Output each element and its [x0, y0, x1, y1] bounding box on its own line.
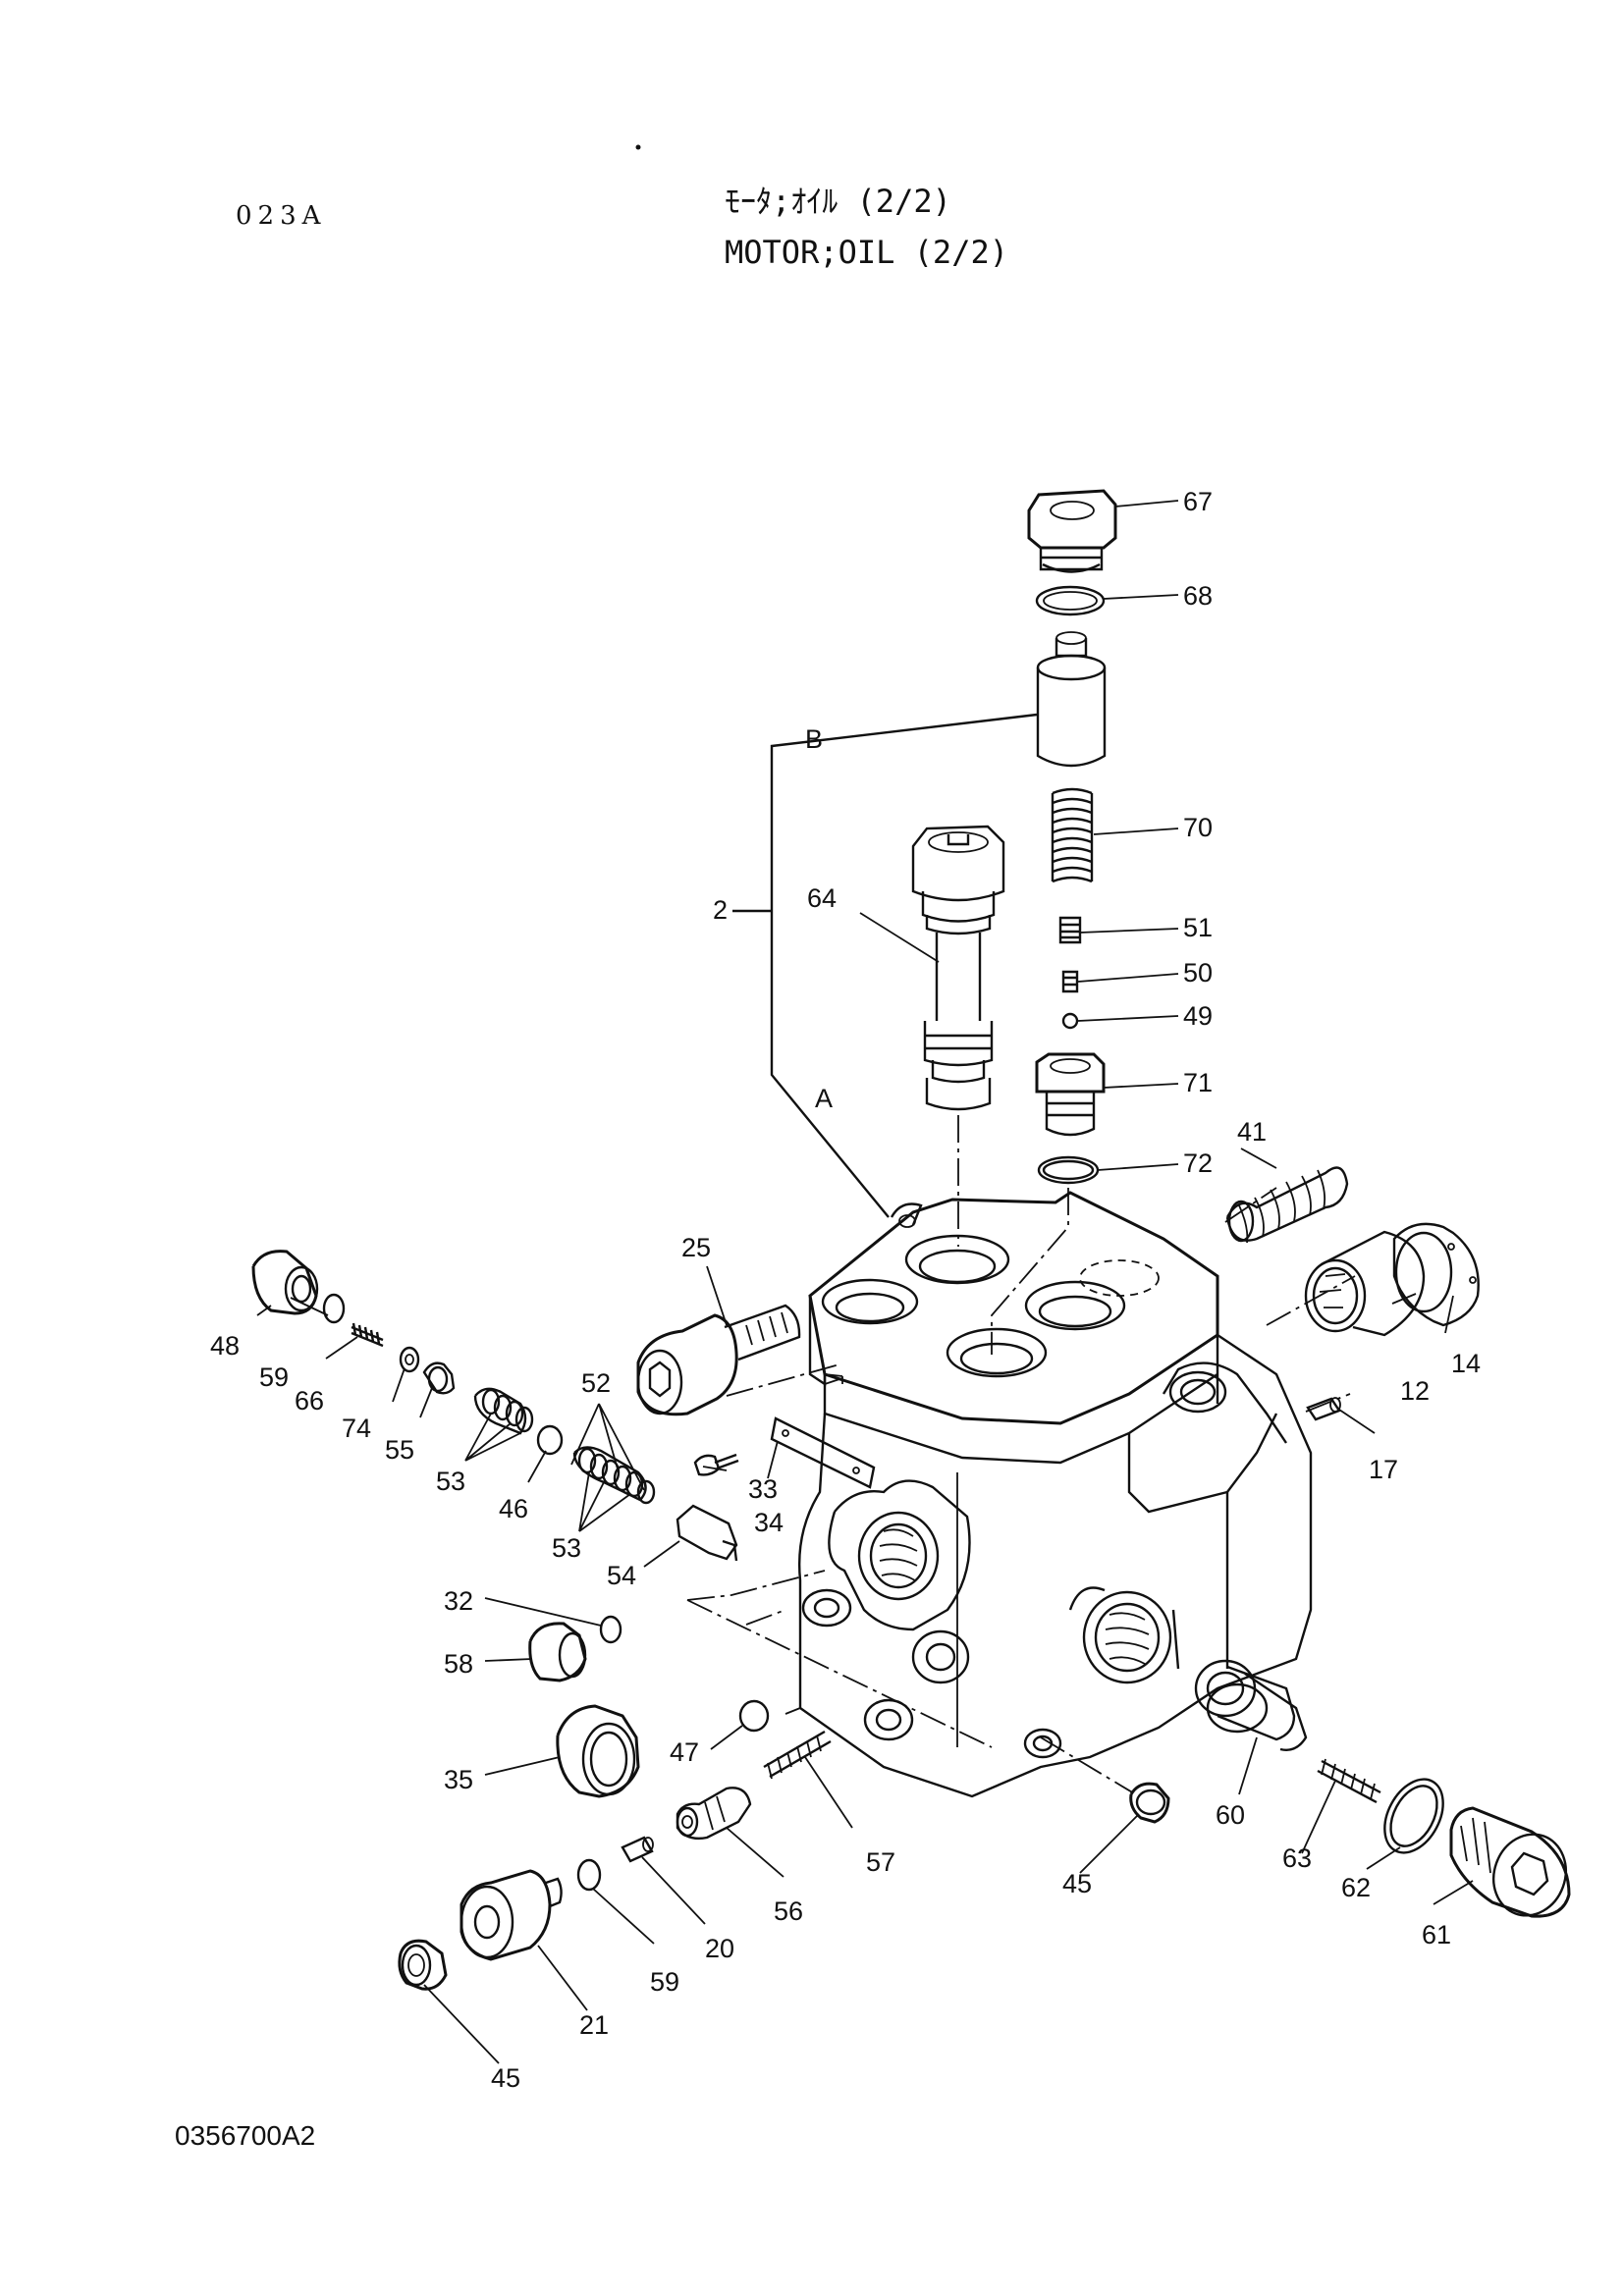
part-oring-32 [599, 1615, 622, 1644]
callout-35: 35 [444, 1765, 473, 1794]
callout-71: 71 [1183, 1068, 1213, 1097]
part-plug-45b [398, 1939, 448, 1991]
assembly-bracket-2 [732, 713, 1038, 1218]
part-ring-14 [1392, 1222, 1480, 1327]
part-oring-62 [1383, 1778, 1444, 1854]
part-screw-34 [693, 1453, 739, 1476]
part-spring-57 [763, 1730, 832, 1780]
part-spring-41 [1225, 1166, 1349, 1244]
part-washer-74 [399, 1346, 420, 1373]
callout-B: B [805, 724, 823, 754]
callout-74: 74 [342, 1414, 371, 1443]
part-plug-45a [1129, 1782, 1170, 1824]
callout-45-right: 45 [1062, 1869, 1092, 1898]
callout-70: 70 [1183, 813, 1213, 842]
callout-59-lower: 59 [650, 1967, 679, 1997]
valve-body [798, 1191, 1313, 1798]
part-plug-67 [1027, 489, 1117, 573]
callout-52: 52 [581, 1368, 611, 1398]
callout-32: 32 [444, 1586, 473, 1616]
callout-49: 49 [1183, 1001, 1213, 1031]
callout-2: 2 [713, 895, 728, 925]
callout-25: 25 [681, 1233, 711, 1262]
callout-58: 58 [444, 1649, 473, 1679]
part-sleeve-12 [1304, 1230, 1426, 1337]
callout-59-upper: 59 [259, 1362, 289, 1392]
part-plug-58 [528, 1622, 587, 1682]
callout-54: 54 [607, 1561, 636, 1590]
callout-41: 41 [1237, 1117, 1267, 1147]
part-plug-48 [251, 1250, 319, 1315]
part-pin-20 [621, 1836, 654, 1863]
part-spring-70 [1051, 787, 1094, 883]
part-plug-35 [556, 1704, 640, 1798]
part-spring-51 [1058, 916, 1082, 944]
drawing-number: 0356700A2 [175, 2120, 316, 2151]
callout-21: 21 [579, 2010, 609, 2040]
callout-56: 56 [774, 1896, 803, 1926]
part-spool-64 [911, 825, 1005, 1111]
part-ball-47 [738, 1699, 770, 1733]
callout-53-lower: 53 [552, 1533, 581, 1563]
part-poppet-56 [676, 1787, 752, 1841]
part-spool-60 [1194, 1659, 1308, 1751]
callout-48: 48 [210, 1331, 240, 1361]
part-spring-66 [351, 1322, 384, 1348]
part-oring-72 [1037, 1155, 1100, 1185]
part-ball-49 [1061, 1012, 1079, 1030]
callout-64: 64 [807, 883, 837, 913]
callout-17: 17 [1369, 1455, 1398, 1484]
part-plug-21 [460, 1869, 563, 1961]
callout-34: 34 [754, 1508, 784, 1537]
callout-45-left: 45 [491, 2063, 520, 2093]
title-english: MOTOR;OIL (2/2) [725, 234, 1008, 271]
part-ball-46 [536, 1424, 564, 1456]
callout-61: 61 [1422, 1920, 1451, 1949]
part-plug-71 [1035, 1052, 1106, 1137]
part-spring-50 [1061, 970, 1079, 993]
callout-labels: 67 68 B 70 2 64 51 50 49 71 A 41 72 25 4… [210, 487, 1481, 2093]
part-spring-63 [1317, 1758, 1381, 1804]
callout-51: 51 [1183, 913, 1213, 942]
part-plug-61 [1449, 1806, 1571, 1918]
callout-63: 63 [1282, 1843, 1312, 1873]
callout-46: 46 [499, 1494, 528, 1523]
callout-72: 72 [1183, 1148, 1213, 1178]
callout-20: 20 [705, 1934, 734, 1963]
callout-67: 67 [1183, 487, 1213, 516]
callout-62: 62 [1341, 1873, 1371, 1902]
part-sleeve-B [1036, 631, 1107, 768]
callout-53-upper: 53 [436, 1467, 465, 1496]
part-poppet-55 [422, 1362, 456, 1395]
callout-A: A [815, 1084, 833, 1113]
callout-33: 33 [748, 1474, 778, 1504]
part-oring-59a [322, 1293, 346, 1324]
part-pin-54 [676, 1504, 738, 1562]
scan-dot [635, 144, 641, 150]
callout-50: 50 [1183, 958, 1213, 988]
callout-12: 12 [1400, 1376, 1430, 1406]
callout-55: 55 [385, 1435, 414, 1465]
callout-68: 68 [1183, 581, 1213, 611]
callout-60: 60 [1216, 1800, 1245, 1830]
part-plate-33 [770, 1377, 876, 1489]
part-bolt-25 [636, 1304, 801, 1416]
callout-66: 66 [295, 1386, 324, 1415]
title-japanese: ﾓｰﾀ;ｵｲﾙ (2/2) [725, 183, 951, 220]
page-code: 023A [236, 201, 327, 231]
callout-14: 14 [1451, 1349, 1481, 1378]
callout-57: 57 [866, 1847, 895, 1877]
part-oring-68 [1035, 585, 1106, 616]
assembly-centerlines [686, 1115, 1356, 1797]
part-oring-59b [576, 1858, 602, 1892]
leader-lines [256, 500, 1474, 2064]
callout-47: 47 [670, 1737, 699, 1767]
